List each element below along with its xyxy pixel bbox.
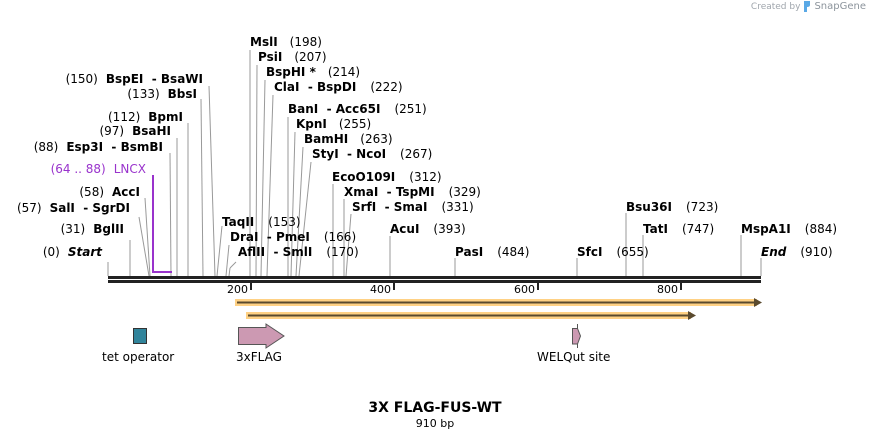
ruler-labels: 200 400 600 800 xyxy=(227,283,678,296)
orf-arrow-1[interactable] xyxy=(235,298,762,307)
site-label-tati[interactable]: TatI(747) xyxy=(643,222,714,236)
site-label-taqii[interactable]: TaqII(153) xyxy=(222,215,301,229)
backbone-bottom-strand xyxy=(108,280,761,283)
tet-operator-feature[interactable] xyxy=(133,328,147,344)
site-label-bamhi[interactable]: BamHI(263) xyxy=(304,132,393,146)
site-label-acui[interactable]: AcuI(393) xyxy=(390,222,466,236)
site-label-bbsi[interactable]: (133)BbsI xyxy=(127,87,197,101)
site-label-xmai[interactable]: XmaI - TspMI(329) xyxy=(344,185,481,199)
site-label-acci[interactable]: (58)AccI xyxy=(79,185,140,199)
welqut-site-feature[interactable] xyxy=(572,324,582,348)
map-title: 3X FLAG-FUS-WT xyxy=(368,400,502,416)
snapgene-credit: Created by SnapGene xyxy=(751,1,866,12)
primer-lncx[interactable] xyxy=(152,175,172,273)
site-label-clai[interactable]: ClaI - BspDI(222) xyxy=(274,80,403,94)
feature-label-tet-operator: tet operator xyxy=(102,350,175,364)
site-label-srfi[interactable]: SrfI - SmaI(331) xyxy=(352,200,474,214)
site-label-sali[interactable]: (57)SalI - SgrDI xyxy=(17,201,130,215)
site-label-psii[interactable]: PsiI(207) xyxy=(258,50,327,64)
site-label-bpmi[interactable]: (112)BpmI xyxy=(108,110,183,124)
site-label-mspa1i[interactable]: MspA1I(884) xyxy=(741,222,837,236)
feature-label-3xflag: 3xFLAG xyxy=(236,350,282,364)
sequence-length: 910 bp xyxy=(415,417,455,430)
site-label-bsahi[interactable]: (97)BsaHI xyxy=(99,124,171,138)
credit-brand: SnapGene xyxy=(814,1,866,12)
flag-feature-arrow[interactable] xyxy=(238,323,285,349)
primer-label-lncx[interactable]: (64 .. 88)LNCX xyxy=(51,162,146,176)
snapgene-logo-icon xyxy=(804,1,811,12)
site-label-eco0109i[interactable]: EcoO109I(312) xyxy=(332,170,442,184)
site-label-bspei[interactable]: (150)BspEI - BsaWI xyxy=(66,72,203,86)
site-label-bani[interactable]: BanI - Acc65I(251) xyxy=(288,102,427,116)
tick-label-800: 800 xyxy=(657,283,678,296)
site-label-pasi[interactable]: PasI(484) xyxy=(455,245,529,259)
site-label-sfci[interactable]: SfcI(655) xyxy=(577,245,649,259)
backbone-top-strand xyxy=(108,276,761,279)
site-label-bsphi[interactable]: BspHI *(214) xyxy=(266,65,360,79)
orf-arrow-2[interactable] xyxy=(246,311,696,320)
site-labels: (0)Start (31)BglII (57)SalI - SgrDI (58)… xyxy=(17,35,837,259)
site-label-msli[interactable]: MslI(198) xyxy=(250,35,322,49)
site-label-start[interactable]: (0)Start xyxy=(43,245,103,259)
site-label-styi[interactable]: StyI - NcoI(267) xyxy=(312,147,432,161)
site-label-end[interactable]: End(910) xyxy=(761,245,833,259)
site-label-kpni[interactable]: KpnI(255) xyxy=(296,117,371,131)
tick-label-400: 400 xyxy=(370,283,391,296)
feature-label-welqut-site: WELQut site xyxy=(537,350,611,364)
site-label-esp3i[interactable]: (88)Esp3I - BsmBI xyxy=(34,140,163,154)
site-lines xyxy=(107,50,762,277)
ruler-ticks xyxy=(250,283,682,290)
tick-label-200: 200 xyxy=(227,283,248,296)
site-label-bglii[interactable]: (31)BglII xyxy=(61,222,124,236)
site-label-bsu36i[interactable]: Bsu36I(723) xyxy=(626,200,718,214)
site-label-aflii[interactable]: AflII - SmlI(170) xyxy=(238,245,359,259)
tick-label-600: 600 xyxy=(514,283,535,296)
site-label-drai[interactable]: DraI - PmeI(166) xyxy=(230,230,356,244)
credit-prefix: Created by xyxy=(750,1,801,12)
